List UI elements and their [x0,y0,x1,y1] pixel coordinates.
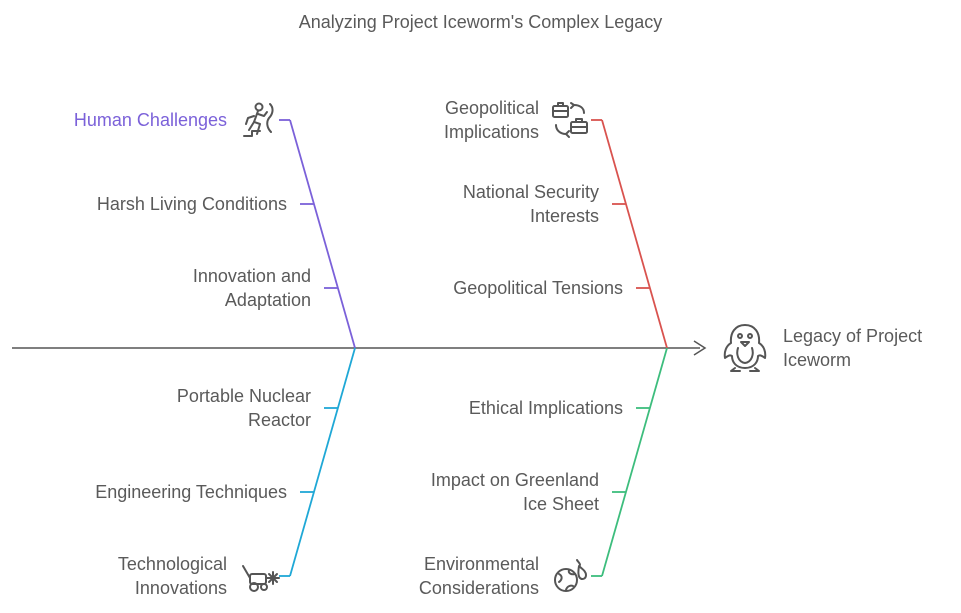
cause-harsh-living: Harsh Living Conditions [96,194,287,214]
cause-ethical: Ethical Implications [468,398,623,418]
branch-env [601,347,668,577]
cause-greenland-line1: Impact on Greenland [430,470,599,490]
cause-reactor-line1: Portable Nuclear [176,386,311,406]
cause-geopolitical-tensions: Geopolitical Tensions [453,278,623,298]
branch-human [289,119,356,349]
effect-label-line1: Legacy of Project [783,326,923,346]
climbing-person-icon [243,102,274,137]
category-technological-line1: Technological [117,554,227,574]
category-human-challenges: Human Challenges [73,110,227,130]
diagram-title: Analyzing Project Iceworm's Complex Lega… [298,12,663,32]
cause-national-security-line2: Interests [529,206,599,226]
globe-fire-icon [554,559,587,592]
branch-tech [289,347,356,577]
cause-innovation-line2: Adaptation [224,290,311,310]
category-technological-line2: Innovations [134,578,227,598]
cause-greenland-line2: Ice Sheet [522,494,599,514]
category-environmental-line2: Considerations [418,578,539,598]
lawnmower-gear-icon [242,565,280,592]
branch-geo [601,119,668,349]
cause-reactor-line2: Reactor [247,410,311,430]
category-environmental-line1: Environmental [423,554,539,574]
category-geopolitical-line2: Implications [443,122,539,142]
briefcase-exchange-icon [552,102,588,138]
penguin-icon [723,324,767,372]
category-geopolitical-line1: Geopolitical [444,98,539,118]
spine-arrowhead [693,340,707,356]
cause-innovation-line1: Innovation and [192,266,311,286]
cause-engineering: Engineering Techniques [95,482,287,502]
cause-national-security-line1: National Security [462,182,599,202]
effect-label-line2: Iceworm [783,350,852,370]
